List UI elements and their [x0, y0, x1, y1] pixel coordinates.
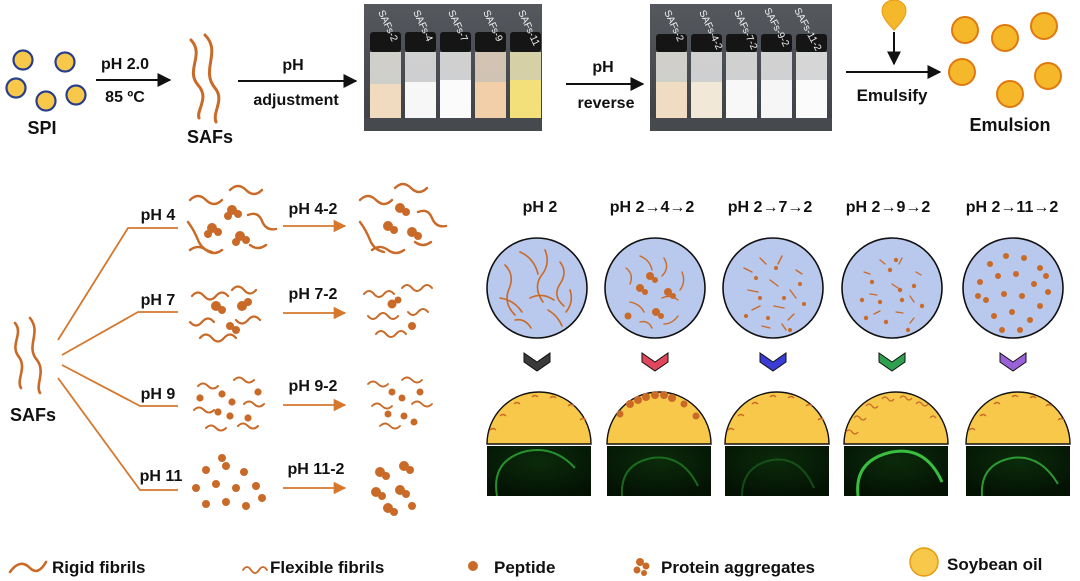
branch-ph-label: pH 11 [140, 468, 183, 485]
step2-line2: adjustment [253, 92, 339, 109]
legend-oil-label: Soybean oil [947, 555, 1042, 574]
branch-ph-label: pH 7 [141, 292, 176, 309]
branch-ph-label: pH 4 [141, 207, 176, 224]
peptide-icon [468, 561, 478, 571]
branch-ph-label: pH 9 [141, 386, 176, 403]
peptides-ph11 [192, 454, 266, 510]
cluster-ph7 [188, 285, 262, 343]
microscopy-image-3 [725, 446, 829, 497]
step3-line2: reverse [578, 95, 635, 112]
oil-icon [909, 547, 939, 577]
legend-flexible-label: Flexible fibrils [270, 558, 384, 577]
step1-line1: pH 2.0 [101, 56, 149, 73]
chevron-icon [878, 352, 906, 372]
safs-fibrils-top [189, 33, 221, 124]
flexible-fibril-icon [242, 566, 268, 574]
cluster-ph9 [193, 376, 265, 432]
step2-line1: pH [282, 57, 303, 74]
legend-peptide-label: Peptide [494, 558, 555, 577]
droplet-icon [881, 0, 907, 66]
microscopy-image-4 [844, 446, 948, 497]
legend-aggregates-label: Protein aggregates [661, 558, 815, 577]
safs-label-top: SAFs [187, 127, 233, 147]
cluster-ph4 [186, 184, 278, 255]
legend-rigid-label: Rigid fibrils [52, 558, 146, 577]
chevron-icon [523, 352, 551, 372]
chevron-icon [759, 352, 787, 372]
aggregates-ph7-2 [387, 296, 416, 330]
branch-arrow-label: pH 4-2 [289, 201, 338, 218]
vials-photo-1 [364, 4, 542, 131]
micro-circle-3 [722, 237, 824, 339]
circle-header: pH 2→11→2 [966, 199, 1059, 216]
branch-lines [57, 227, 178, 491]
circle-header: pH 2 [523, 199, 558, 216]
chevron-icon [641, 352, 669, 372]
safs-root-fibrils [13, 316, 42, 395]
interface-droplet-1 [486, 391, 592, 445]
vials-photo-2 [650, 4, 832, 131]
cluster-ph4-2 [358, 182, 448, 255]
aggregates-ph7 [211, 298, 252, 334]
legend: Rigid fibrils Flexible fibrils Peptide P… [8, 547, 1042, 577]
branch-arrow-label: pH 7-2 [289, 286, 338, 303]
branch-arrow-label: pH 9-2 [289, 378, 338, 395]
step1-line2: 85 ºC [105, 89, 145, 106]
emulsify-label: Emulsify [857, 86, 928, 105]
step3-line1: pH [592, 59, 613, 76]
safs-root-label: SAFs [10, 405, 56, 425]
spi-label: SPI [27, 118, 56, 138]
circle-header: pH 2→7→2 [728, 199, 813, 216]
micro-circle-1 [486, 237, 588, 339]
chevron-icon [999, 352, 1027, 372]
microscopy-image-5 [966, 446, 1070, 497]
peptides-ph9-2 [384, 388, 424, 426]
microscopy-image-2 [607, 446, 711, 497]
interface-droplet-3 [724, 391, 830, 445]
micro-circle-2 [604, 237, 706, 339]
rigid-fibril-icon [8, 560, 48, 574]
circle-header: pH 2→9→2 [846, 199, 931, 216]
branch-arrow-label: pH 11-2 [288, 461, 345, 478]
aggregates-icon [633, 558, 650, 576]
peptides-ph9 [196, 388, 262, 422]
interface-droplet-2 [606, 391, 712, 445]
emulsion-label: Emulsion [969, 115, 1050, 135]
micro-circle-5 [962, 237, 1064, 339]
cluster-ph7-2 [363, 284, 433, 338]
aggregates-ph4-2 [383, 203, 422, 240]
aggregates-ph11-2 [371, 461, 416, 516]
interface-droplet-5 [965, 391, 1071, 445]
circle-header: pH 2→4→2 [610, 199, 695, 216]
micro-circle-4 [841, 237, 943, 339]
interface-droplet-4 [843, 391, 949, 445]
aggregates-ph4 [204, 205, 250, 246]
microscopy-image-1 [487, 446, 591, 497]
spi-particles [5, 49, 87, 112]
emulsion-droplets [948, 12, 1062, 108]
cluster-ph9-2 [367, 376, 433, 430]
